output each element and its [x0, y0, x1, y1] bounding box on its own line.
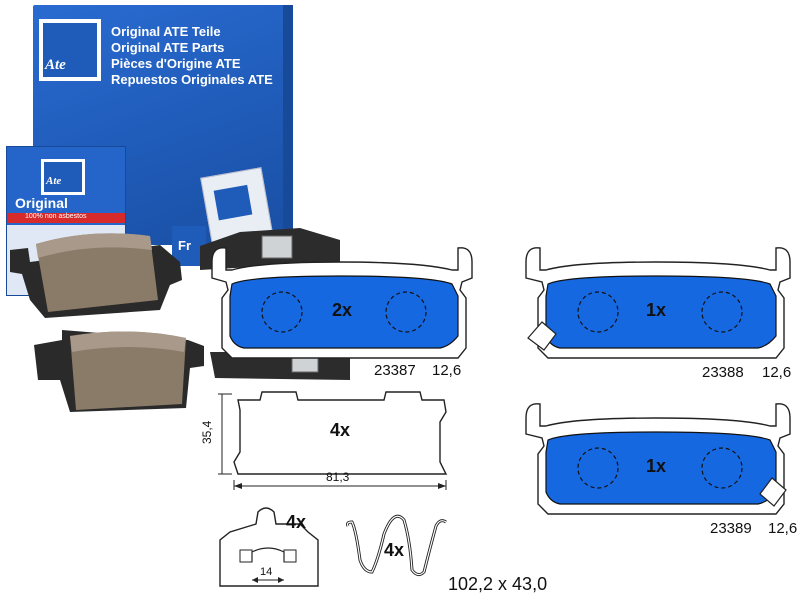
pad-drawing-c	[525, 403, 791, 515]
pad-drawing-a	[211, 247, 473, 359]
pad-a-friction	[229, 275, 459, 349]
pad-c-part: 23389	[710, 520, 752, 537]
clip-qty: 4x	[286, 512, 307, 532]
shim-width: 81,3	[326, 470, 350, 484]
shim-drawing	[218, 391, 448, 490]
pad-drawing-b	[525, 247, 791, 359]
clip-drawing	[219, 507, 319, 587]
pad-a-part: 23387	[374, 362, 416, 379]
pad-b-friction	[545, 275, 777, 349]
pad-c-thickness: 12,6	[768, 520, 798, 537]
box-line-1: Original ATE Teile	[111, 24, 221, 39]
shim-qty: 4x	[330, 420, 351, 440]
box-line-2: Original ATE Parts	[111, 40, 225, 55]
pad-b-part: 23388	[702, 364, 744, 381]
spring-qty: 4x	[384, 540, 405, 560]
shim-height: 35,4	[200, 420, 214, 444]
pad-a-qty: 2x	[332, 300, 353, 320]
small-box-logo: Ate	[41, 159, 85, 195]
box-line-3: Pièces d'Origine ATE	[111, 56, 241, 71]
spring-drawing	[346, 514, 447, 577]
side-box-text: Fr	[178, 238, 191, 253]
ate-logo-text: Ate	[45, 57, 66, 73]
photo-pad-bottom	[34, 330, 204, 412]
pad-a-thickness: 12,6	[432, 362, 462, 379]
pad-c-qty: 1x	[646, 456, 667, 476]
small-box-strip: 100% non asbestos	[7, 213, 125, 223]
small-box-sub: 100% non asbestos	[25, 213, 87, 220]
pad-dimensions: 102,2 x 43,0	[448, 574, 548, 594]
ate-logo: Ate	[39, 19, 101, 81]
pad-b-qty: 1x	[646, 300, 667, 320]
clip-width: 14	[260, 566, 273, 578]
small-box-label: Original	[15, 195, 68, 211]
box-line-4: Repuestos Originales ATE	[111, 72, 273, 87]
box-side-shade	[283, 5, 293, 245]
photo-pad-top	[10, 233, 182, 318]
pad-b-thickness: 12,6	[762, 364, 792, 381]
pad-c-friction	[545, 431, 777, 505]
small-box-logo-text: Ate	[46, 175, 62, 187]
